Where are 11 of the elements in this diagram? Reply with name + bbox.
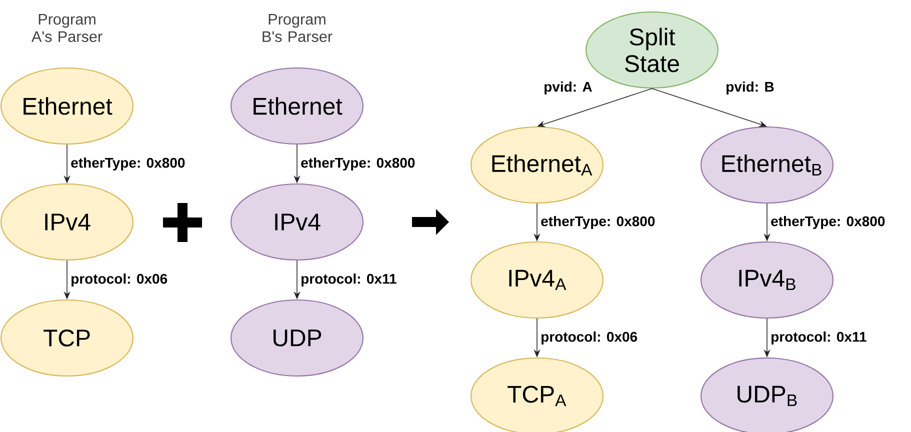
edge-label: etherType: 0x800 [69, 156, 187, 172]
edge-label: etherType: 0x800 [539, 214, 657, 230]
edge-label: protocol: 0x11 [299, 272, 398, 288]
edge-label: protocol: 0x06 [539, 330, 639, 346]
parser-title: Program B's Parser [262, 14, 332, 42]
edge-label: pvid: B [724, 80, 776, 96]
edge-label: etherType: 0x800 [769, 214, 887, 230]
edge-label: etherType: 0x800 [299, 156, 417, 172]
edge-label: protocol: 0x06 [69, 272, 169, 288]
edge-label: protocol: 0x11 [769, 330, 868, 346]
parser-title: Program A's Parser [32, 14, 102, 42]
